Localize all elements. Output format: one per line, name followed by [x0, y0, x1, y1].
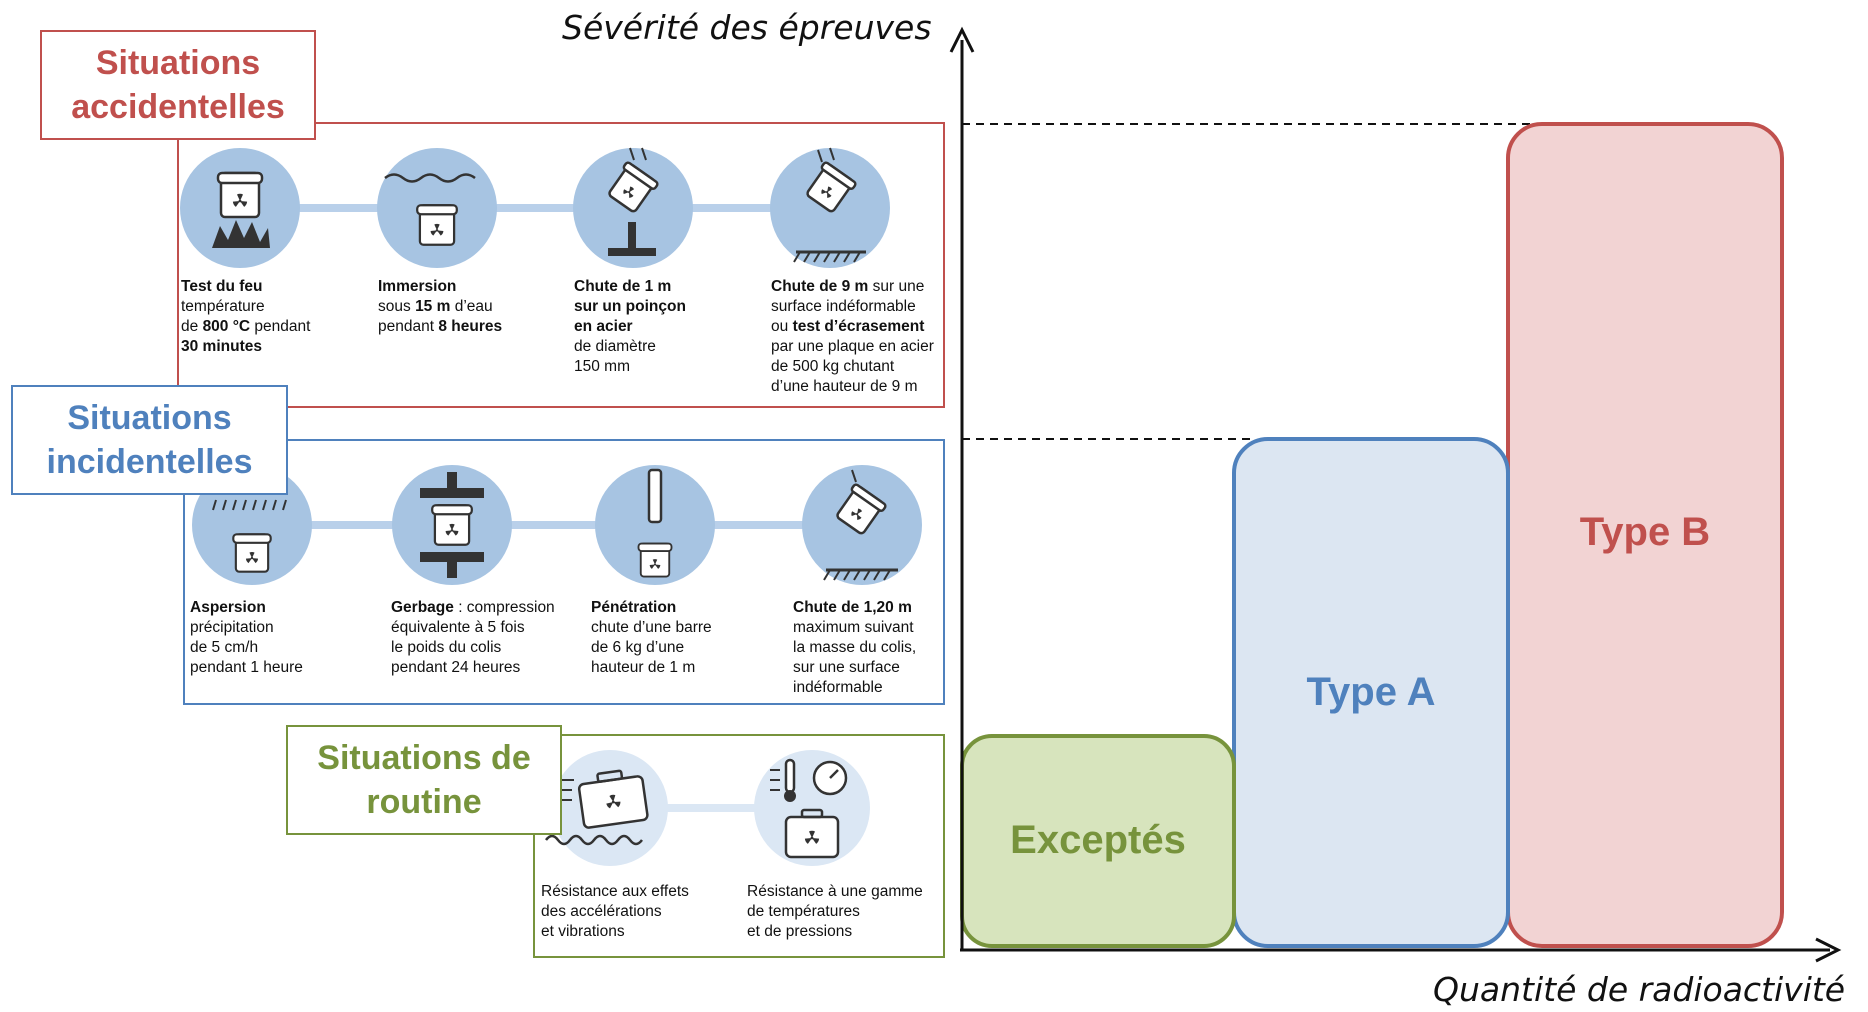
vibration-icon — [545, 750, 668, 866]
spray-icon — [192, 465, 312, 585]
type-a-box — [1232, 437, 1510, 948]
type-a-label: Type A — [1306, 670, 1436, 714]
routine-section-title: Situations de routine — [286, 725, 562, 835]
drop-9m-icon — [770, 147, 890, 268]
accidental-section-title: Situations accidentelles — [40, 30, 316, 140]
drop-1-20m-icon — [802, 465, 922, 585]
penetration-icon — [595, 465, 715, 585]
y-axis-title: Sévérité des épreuves — [562, 8, 932, 47]
punch-drop-icon — [573, 147, 693, 268]
x-axis-arrowhead — [1815, 937, 1842, 963]
fire-test-icon — [180, 148, 300, 268]
immersion-icon — [377, 148, 497, 268]
incidental-section-title: Situations incidentelles — [11, 385, 288, 495]
temperature-pressure-icon — [754, 750, 870, 866]
x-axis-title: Quantité de radioactivité — [1433, 970, 1846, 1009]
y-axis-arrowhead — [949, 26, 975, 53]
type-b-label: Type B — [1579, 510, 1711, 554]
stacking-icon — [392, 465, 512, 585]
exceptes-label: Exceptés — [1010, 818, 1186, 862]
incidental-tests-frame — [183, 439, 945, 705]
